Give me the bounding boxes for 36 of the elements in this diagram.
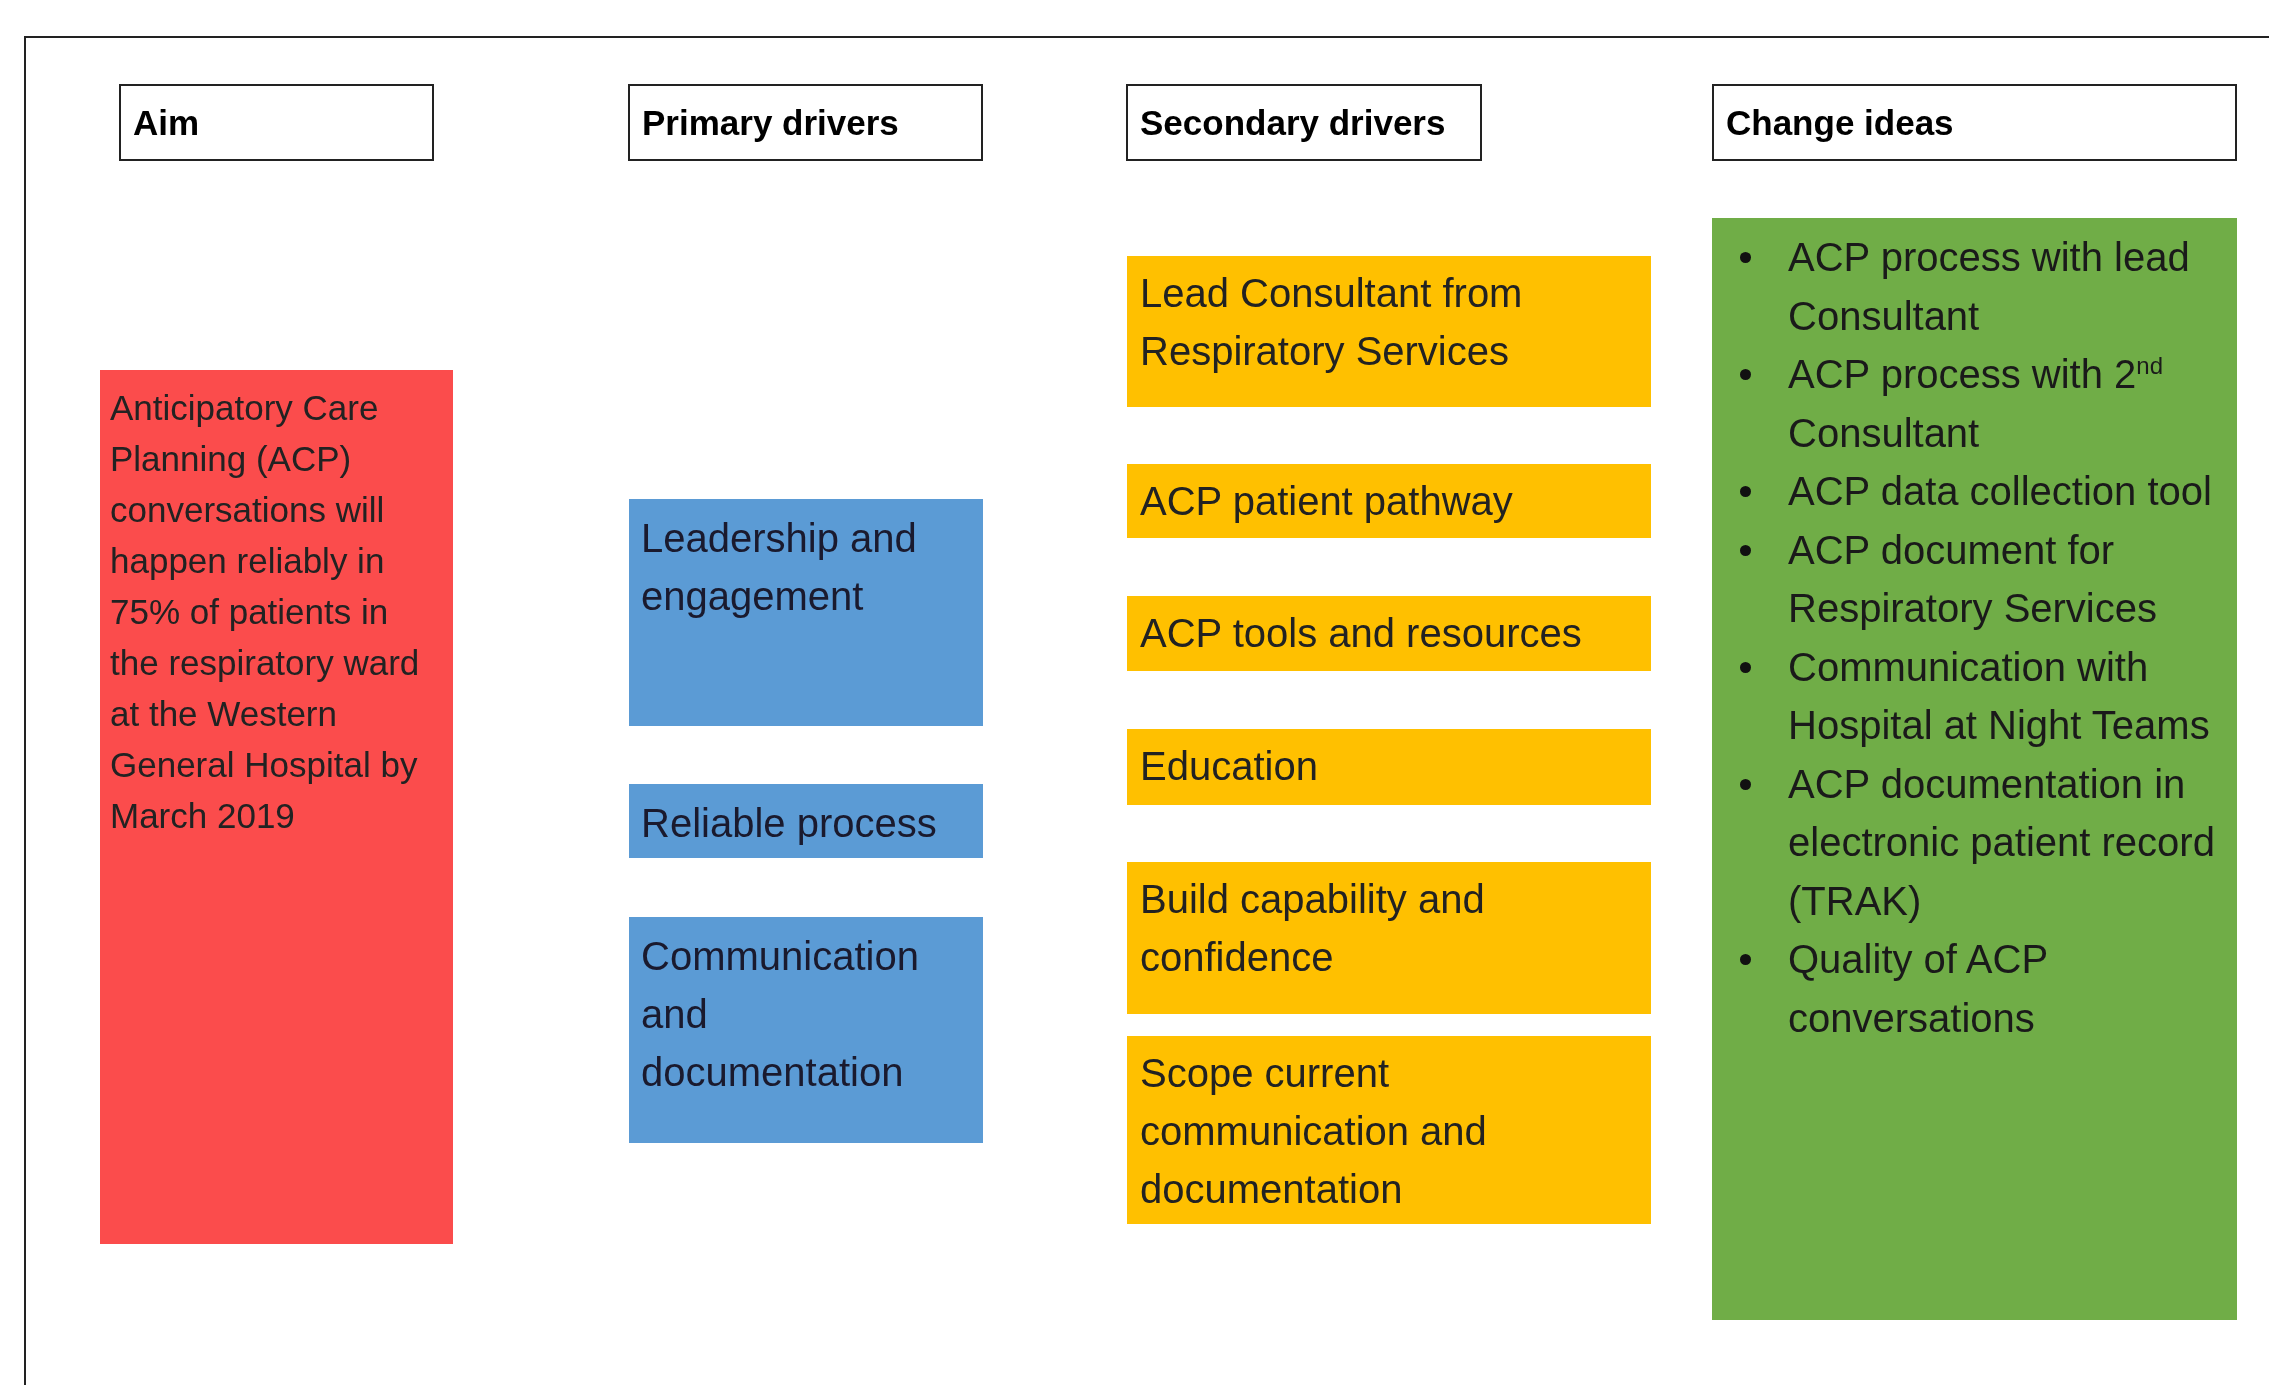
primary-driver-box xyxy=(629,499,983,726)
box-label: Scope current communication and documentation xyxy=(1140,1050,1488,1213)
column-header xyxy=(1712,84,2237,161)
change-idea-item: Quality of ACP conversations xyxy=(1788,937,2048,1040)
box-label: ACP patient pathway xyxy=(1140,478,1514,525)
change-idea-item: ACP data collection tool xyxy=(1788,469,2212,513)
secondary-driver-box xyxy=(1127,596,1651,671)
change-idea-item: ACP document for Respiratory Services xyxy=(1788,527,2157,630)
column-header xyxy=(119,84,434,161)
column-header xyxy=(628,84,983,161)
secondary-driver-box xyxy=(1127,862,1651,1014)
column-header xyxy=(1126,84,1482,161)
box-label: Lead Consultant from Respiratory Services xyxy=(1140,270,1524,375)
primary-driver-box xyxy=(629,917,983,1143)
change-ideas-box xyxy=(1712,218,2237,1320)
change-idea-item: Communication with Hospital at Night Teams xyxy=(1788,644,2210,747)
box-label: Anticipatory Care Planning (ACP) conversations will happen reliably in 75% of patients in the respiratory ward at the Western General Hospital by March 2019 xyxy=(110,387,421,837)
box-label: Reliable process xyxy=(641,800,938,847)
header-label: Primary drivers xyxy=(642,102,899,143)
box-label: Education xyxy=(1140,743,1319,790)
change-idea-item: ACP process with 2$^{nd}$ Consultant xyxy=(1788,352,2163,455)
change-idea-item: ACP process with lead Consultant xyxy=(1788,235,2190,338)
header-label: Aim xyxy=(133,102,200,143)
header-label: Secondary drivers xyxy=(1140,102,1446,143)
secondary-driver-box xyxy=(1127,464,1651,538)
box-label: Leadership and engagement xyxy=(641,515,918,620)
box-label: Communication and documentation xyxy=(641,933,920,1096)
change-idea-item: ACP documentation in electronic patient record (TRAK) xyxy=(1788,761,2215,923)
aim-box xyxy=(100,370,453,1244)
secondary-driver-box xyxy=(1127,729,1651,805)
secondary-driver-box xyxy=(1127,1036,1651,1224)
box-label: Build capability and confidence xyxy=(1140,876,1486,981)
secondary-driver-box xyxy=(1127,256,1651,407)
box-label: ACP tools and resources xyxy=(1140,610,1583,657)
header-label: Change ideas xyxy=(1726,102,1954,143)
primary-driver-box xyxy=(629,784,983,858)
